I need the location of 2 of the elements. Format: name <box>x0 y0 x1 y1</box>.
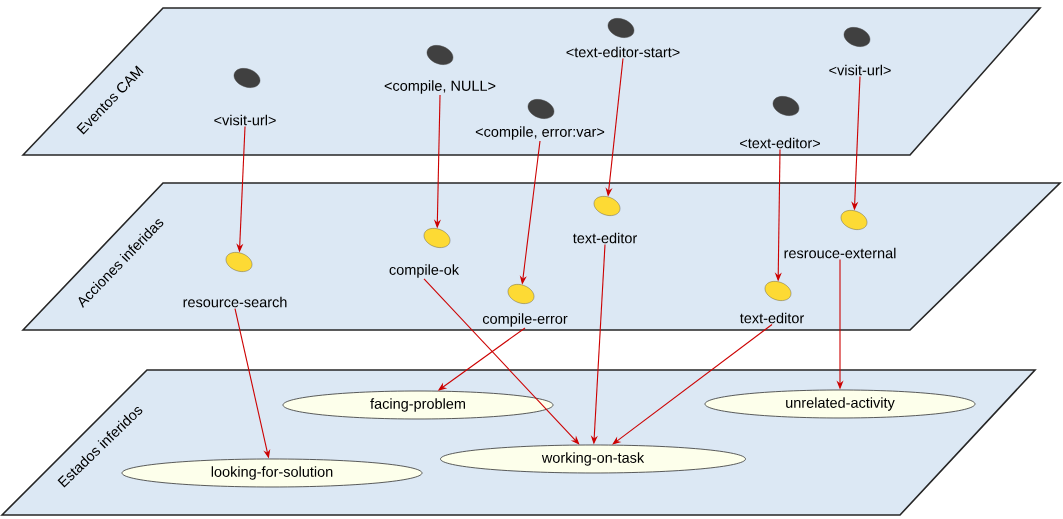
arrow <box>423 278 580 445</box>
arrow <box>612 323 773 445</box>
